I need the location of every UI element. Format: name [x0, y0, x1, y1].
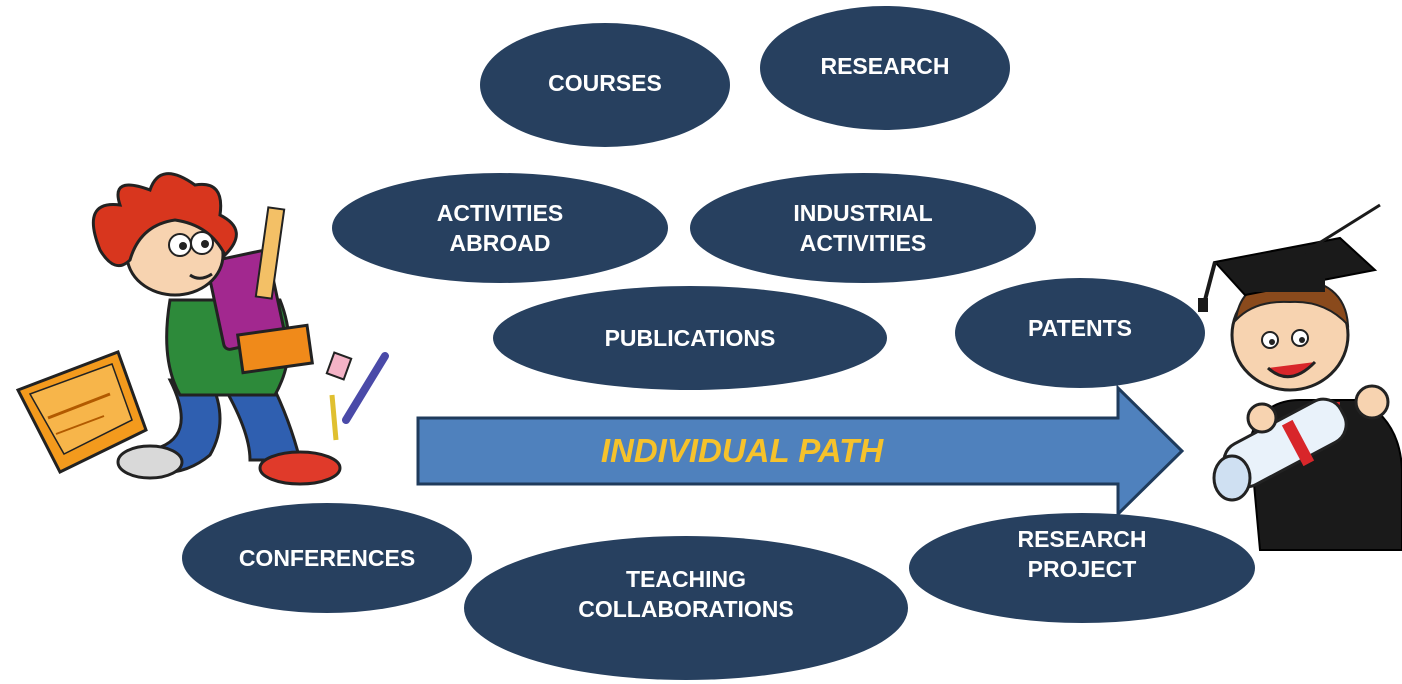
- oval-label: PATENTS: [1028, 315, 1132, 341]
- oval-conferences: CONFERENCES: [182, 503, 472, 613]
- oval-activities-abroad: ACTIVITIES ABROAD: [332, 173, 668, 283]
- oval-research: RESEARCH: [760, 6, 1010, 130]
- graduate-with-diploma-illustration: [1180, 198, 1402, 551]
- oval-shape: [760, 6, 1010, 130]
- oval-label: ACTIVITIES: [800, 230, 927, 256]
- oval-shape: [955, 278, 1205, 388]
- oval-label: PUBLICATIONS: [605, 325, 776, 351]
- oval-label: PROJECT: [1028, 556, 1137, 582]
- oval-patents: PATENTS: [955, 278, 1205, 388]
- oval-publications: PUBLICATIONS: [493, 286, 887, 390]
- arrow-shape: [416, 384, 1185, 518]
- oval-teaching-collaborations: TEACHING COLLABORATIONS: [464, 536, 908, 680]
- oval-label: RESEARCH: [820, 53, 949, 79]
- diploma-icon: [1212, 397, 1348, 502]
- oval-shape: [182, 503, 472, 613]
- oval-label: CONFERENCES: [239, 545, 415, 571]
- mortarboard-icon: [1198, 203, 1381, 312]
- oval-label: ABROAD: [450, 230, 551, 256]
- oval-shape: [690, 173, 1036, 283]
- oval-shape: [909, 513, 1255, 623]
- oval-courses: COURSES: [480, 23, 730, 147]
- topic-ovals: COURSES RESEARCH ACTIVITIES ABROAD INDUSTRIA…: [182, 6, 1255, 680]
- oval-shape: [332, 173, 668, 283]
- oval-label: INDUSTRIAL: [793, 200, 932, 226]
- oval-label: COURSES: [548, 70, 662, 96]
- oval-shape: [493, 286, 887, 390]
- oval-industrial-activities: INDUSTRIAL ACTIVITIES: [690, 173, 1036, 283]
- oval-shape: [464, 536, 908, 680]
- oval-label: COLLABORATIONS: [578, 596, 794, 622]
- individual-path-arrow: INDIVIDUAL PATH: [416, 384, 1185, 518]
- oval-research-project: RESEARCH PROJECT: [909, 513, 1255, 623]
- oval-label: TEACHING: [626, 566, 746, 592]
- oval-shape: [480, 23, 730, 147]
- notebook-icon: [15, 350, 148, 474]
- oval-label: ACTIVITIES: [437, 200, 564, 226]
- student-carrying-books-illustration: [14, 172, 392, 494]
- arrow-label: INDIVIDUAL PATH: [601, 432, 885, 469]
- oval-label: RESEARCH: [1017, 526, 1146, 552]
